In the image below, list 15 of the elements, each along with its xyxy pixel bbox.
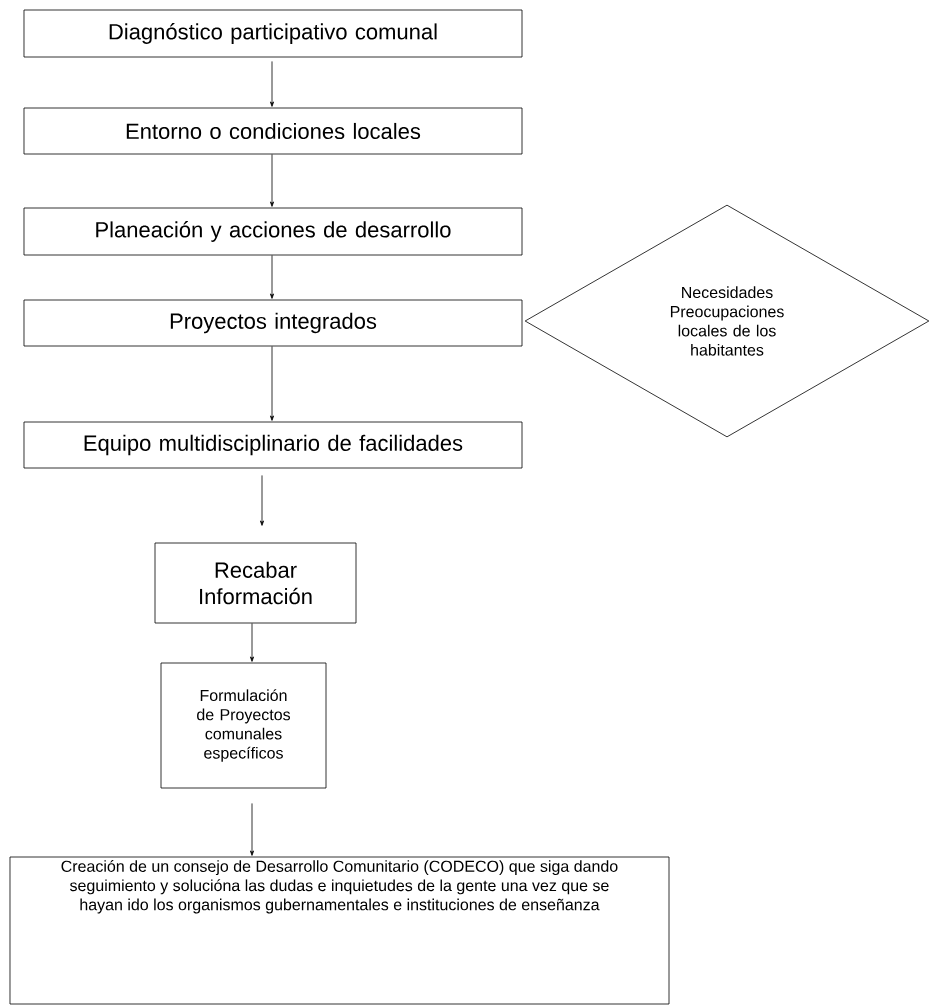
- process-box: Diagnóstico participativo comunal: [23, 9, 523, 58]
- process-box: Proyectos integrados: [23, 299, 523, 347]
- process-box: Planeación y acciones de desarrollo: [23, 207, 523, 256]
- process-box: Entorno o condiciones locales: [23, 107, 523, 155]
- arrow: [250, 803, 254, 856]
- arrow: [260, 475, 264, 526]
- process-box: Creación de un consejo de Desarrollo Comunitario (CODECO) que siga dando seguimiento y solucióna las dudas e inquietudes de la gente una vez que se hayan ido los organismos gubernamentales e instituciones de enseñanza: [9, 856, 670, 1005]
- process-box: Formulación de Proyectos comunales específicos: [160, 662, 327, 789]
- process-box: Equipo multidisciplinario de facilidades: [23, 421, 523, 469]
- arrow: [250, 623, 254, 662]
- arrow: [270, 346, 274, 421]
- arrow: [270, 61, 274, 107]
- process-box: Recabar Información: [154, 542, 357, 624]
- arrow: [270, 255, 274, 299]
- arrow: [270, 154, 274, 207]
